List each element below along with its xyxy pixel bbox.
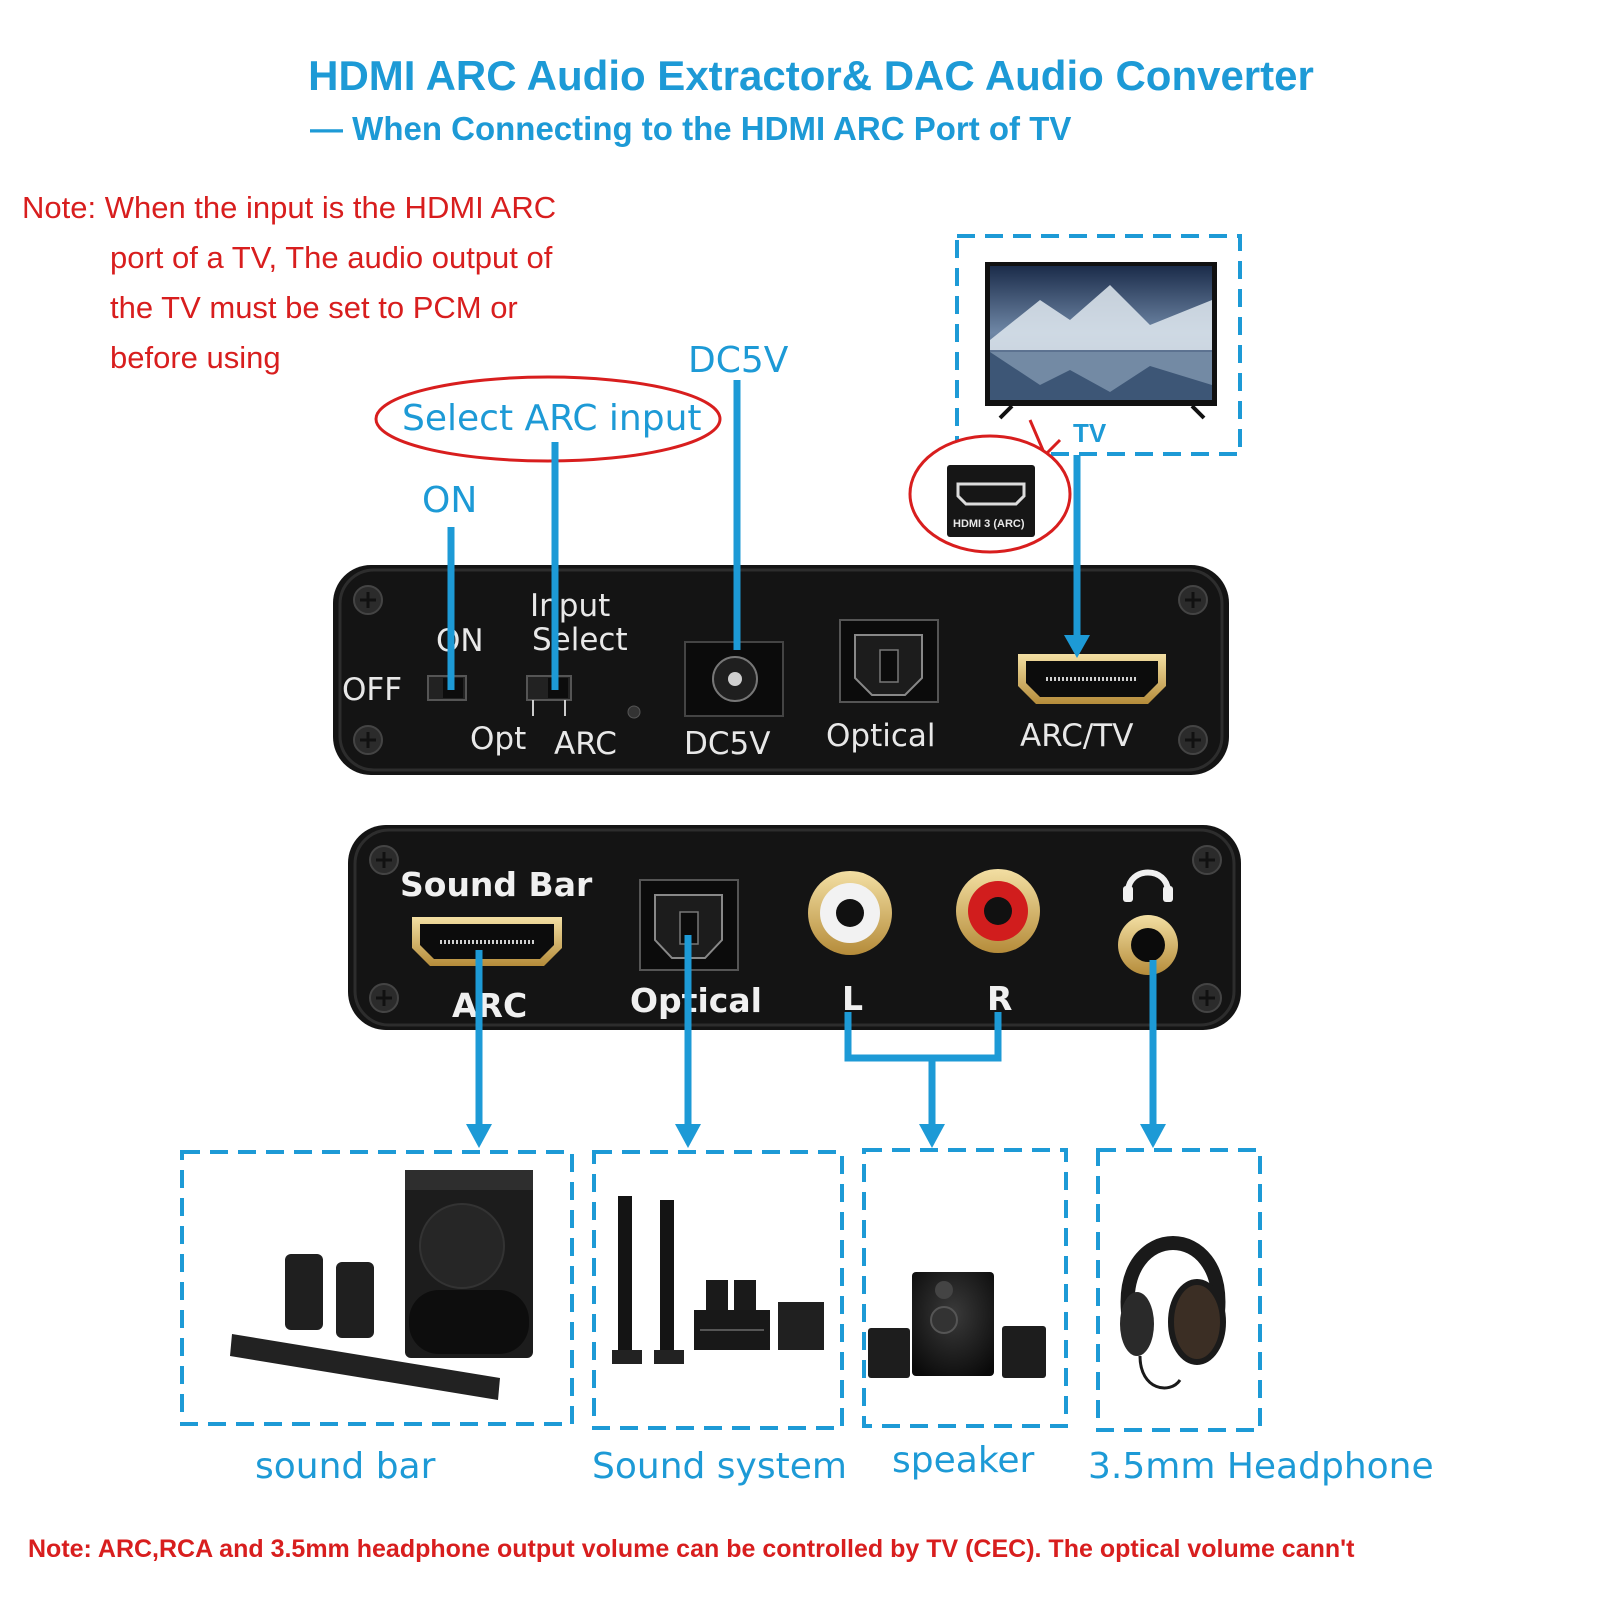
bottom-note: Note: ARC,RCA and 3.5mm headphone output… (28, 1535, 1355, 1563)
speaker-box (862, 1148, 1068, 1428)
tv-icon (985, 262, 1217, 420)
rear-arc-label: ARC (452, 986, 527, 1025)
tv-label: TV (1073, 418, 1107, 448)
front-opt-label: Opt (470, 721, 526, 757)
note-line-3: the TV must be set to PCM or (110, 290, 518, 325)
front-off-label: OFF (342, 672, 402, 708)
output-speaker-label: speaker (892, 1440, 1035, 1481)
output-sound-system-label: Sound system (592, 1446, 847, 1487)
note-line-1: Note: When the input is the HDMI ARC (22, 190, 557, 225)
sound-bar-box (180, 1150, 574, 1426)
headphone-device-icon (1120, 1236, 1226, 1390)
front-arc-tv-label: ARC/TV (1020, 718, 1133, 754)
headphone-icon (1125, 869, 1171, 893)
rear-sound-bar-label: Sound Bar (400, 865, 593, 904)
front-select-label: Select (532, 622, 628, 658)
dc5v-callout-label: DC5V (688, 340, 789, 381)
output-sound-bar-label: sound bar (255, 1446, 436, 1487)
page-subtitle: — When Connecting to the HDMI ARC Port o… (310, 110, 1072, 147)
rear-l-label: L (842, 979, 863, 1018)
sound-bar-set-icon (230, 1170, 533, 1400)
select-arc-highlight (374, 375, 722, 463)
front-optical-label: Optical (826, 718, 936, 754)
output-arrows (466, 1124, 1166, 1148)
speaker-set-icon (868, 1272, 1046, 1378)
front-panel: ON OFF Input Select Opt ARC DC5V Optical… (333, 565, 1229, 775)
sound-system-box (592, 1150, 844, 1430)
front-dc5v-label: DC5V (684, 726, 770, 762)
front-input-label: Input (530, 588, 610, 624)
arc-tv-arrow (1064, 635, 1090, 658)
rear-panel: Sound Bar ARC Optical L R (348, 825, 1241, 1030)
rear-r-label: R (987, 979, 1012, 1018)
output-headphone-label: 3.5mm Headphone (1088, 1446, 1434, 1487)
tv-dashed-box (955, 234, 1242, 456)
page-title: HDMI ARC Audio Extractor& DAC Audio Conv… (308, 52, 1314, 99)
note-line-4: before using (110, 340, 281, 375)
output-connector-lines (475, 935, 1157, 1128)
select-arc-input-label: Select ARC input (402, 398, 702, 439)
on-callout-label: ON (422, 480, 478, 521)
sound-system-icon (612, 1196, 824, 1364)
headphone-box (1096, 1148, 1262, 1432)
hdmi-port-label: HDMI 3 (ARC) (953, 518, 1025, 530)
front-arc-label: ARC (554, 726, 617, 762)
note-line-2: port of a TV, The audio output of (110, 240, 553, 275)
front-on-label: ON (436, 623, 484, 659)
input-connector-lines (447, 380, 1081, 690)
rear-optical-label: Optical (630, 981, 762, 1020)
hdmi-arc-port-icon (947, 465, 1035, 537)
